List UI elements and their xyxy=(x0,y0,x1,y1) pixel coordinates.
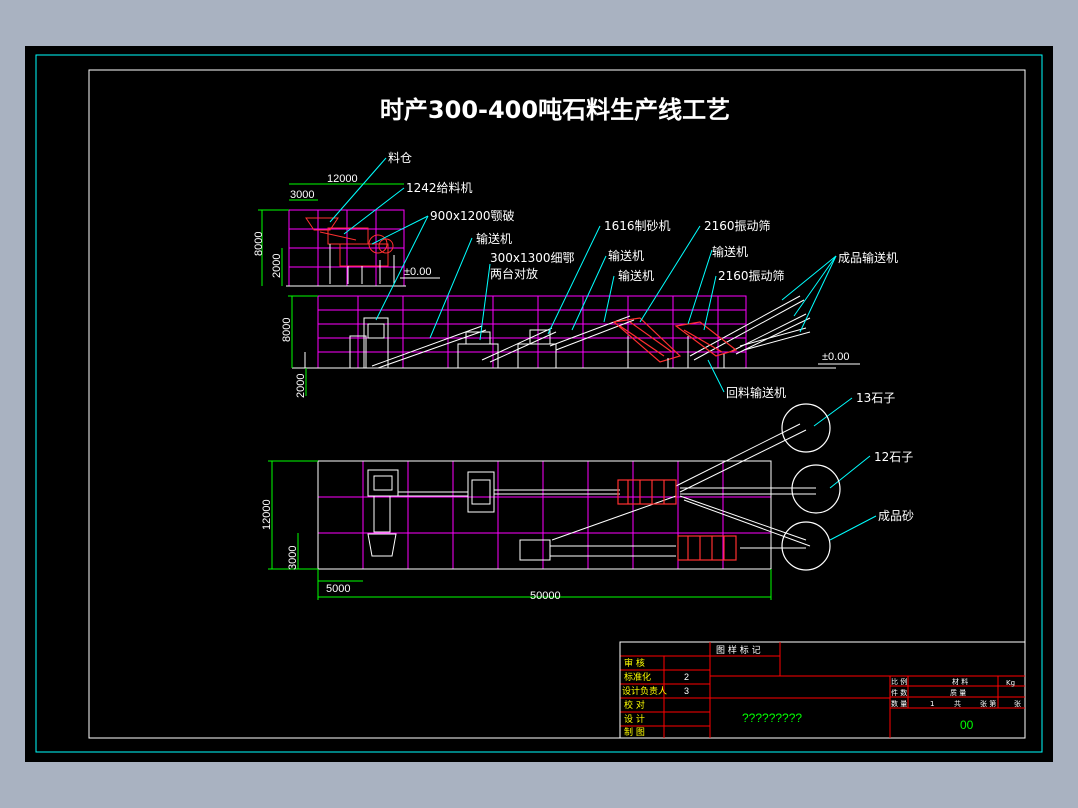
tb-r3-0: 数 量 xyxy=(891,699,907,708)
tb-drawing-name: ????????? xyxy=(742,711,802,725)
tb-r3-4: 张 xyxy=(1014,699,1021,708)
tb-num-3: 3 xyxy=(684,686,689,696)
dim-3000-plan: 3000 xyxy=(287,546,299,570)
plan-equipment xyxy=(367,423,816,561)
label-conveyor-4: 输送机 xyxy=(712,244,748,259)
dim-3000-top: 3000 xyxy=(290,189,314,201)
label-conveyor-2: 输送机 xyxy=(608,248,644,263)
screen-supports xyxy=(627,336,725,368)
label-sand-maker: 1616制砂机 xyxy=(604,219,671,233)
tb-row-1: 标准化 xyxy=(624,671,651,683)
tb-r3-3: 张 第 xyxy=(980,699,996,708)
tb-row-2: 设计负责人 xyxy=(622,685,667,697)
outer-frame xyxy=(35,54,1043,753)
tb-right-cells: 比 例 材 料 Kg 件 数 质 量 数 量 1 共 张 第 张 xyxy=(891,677,1021,708)
dims-plan xyxy=(268,460,772,600)
label-finished-sand: 成品砂 xyxy=(878,509,914,523)
title-block-rows: 审 核 标准化 设计负责人 校 对 设 计 制 图 xyxy=(622,657,667,738)
tb-r1-2: Kg xyxy=(1006,679,1015,687)
drawing-title: 时产300-400吨石料生产线工艺 xyxy=(380,96,730,124)
tb-row-4: 设 计 xyxy=(624,713,645,725)
label-return-conveyor: 回料输送机 xyxy=(726,385,786,400)
stockpile-13 xyxy=(781,403,831,453)
dims-main xyxy=(288,295,318,396)
tb-row-5: 制 图 xyxy=(624,726,645,738)
stockpile-12 xyxy=(791,464,841,514)
level-mark-main: ±0.00 xyxy=(822,351,849,363)
label-stone-13: 13石子 xyxy=(856,391,895,405)
vibrating-screens xyxy=(612,317,738,363)
label-jaw-crusher: 900x1200颚破 xyxy=(430,208,515,223)
stockpile-circles xyxy=(781,403,841,571)
tb-r1-0: 比 例 xyxy=(891,677,907,686)
label-hopper: 料仓 xyxy=(388,151,412,165)
stockpile-sand xyxy=(781,521,831,571)
equipment-labels: 料仓 1242给料机 900x1200颚破 输送机 300x1300细鄂 两台对… xyxy=(388,151,914,523)
title-block-header: 图 样 标 记 xyxy=(716,644,761,656)
level-mark-upper: ±0.00 xyxy=(404,266,431,278)
plan-screens xyxy=(617,479,737,561)
label-conveyor-1: 输送机 xyxy=(476,231,512,246)
tb-r2-0: 件 数 xyxy=(891,688,907,697)
feeder-legs xyxy=(286,244,406,287)
tb-r3-2: 共 xyxy=(954,699,961,708)
tb-r1-1: 材 料 xyxy=(952,677,968,686)
tb-r3-1: 1 xyxy=(930,700,934,708)
dim-2000-main: 2000 xyxy=(295,374,307,398)
label-screen-2: 2160振动筛 xyxy=(718,268,785,283)
dim-2000-upper: 2000 xyxy=(271,254,283,278)
label-screen-1: 2160振动筛 xyxy=(704,218,771,233)
dim-12000-top: 12000 xyxy=(327,173,358,185)
feeder-jaw-equipment xyxy=(305,217,394,267)
label-conveyor-3: 输送机 xyxy=(618,268,654,283)
tb-num-2: 2 xyxy=(684,672,689,682)
tb-row-3: 校 对 xyxy=(624,699,645,711)
label-stone-12: 12石子 xyxy=(874,450,913,464)
dim-50000-plan: 50000 xyxy=(530,590,561,602)
dim-5000-plan: 5000 xyxy=(326,583,350,595)
dim-8000-main: 8000 xyxy=(281,318,293,342)
tb-r2-1: 质 量 xyxy=(950,688,966,697)
dim-8000-upper: 8000 xyxy=(253,232,265,256)
label-fine-jaw-2: 两台对放 xyxy=(490,266,538,281)
elevation-upper-grid xyxy=(288,209,405,287)
title-block xyxy=(619,641,1026,739)
tb-row-0: 审 核 xyxy=(624,657,645,669)
label-feeder: 1242给料机 xyxy=(406,181,473,195)
label-product-conveyor: 成品输送机 xyxy=(838,250,898,265)
tb-drawing-no: 00 xyxy=(960,718,974,732)
main-equipment-outlines xyxy=(292,317,836,369)
inner-frame xyxy=(88,69,1026,739)
plan-outline xyxy=(317,460,772,570)
dim-12000-plan: 12000 xyxy=(261,499,273,530)
label-fine-jaw-1: 300x1300细鄂 xyxy=(490,251,575,265)
sheet-background xyxy=(25,46,1053,762)
leader-lines xyxy=(329,157,877,541)
dims-upper xyxy=(258,183,404,286)
